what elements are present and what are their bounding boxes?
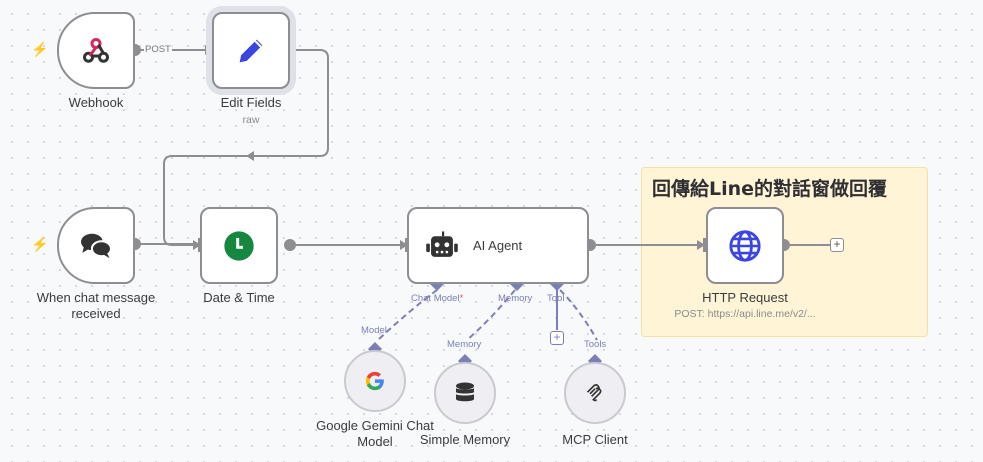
node-label: Date & Time	[203, 290, 275, 305]
output-handle	[284, 239, 296, 251]
port-label-tools: Tools	[584, 339, 607, 350]
label-line: When chat message	[36, 290, 156, 305]
node-google-gemini[interactable]	[344, 350, 406, 412]
node-label: HTTP Request	[702, 290, 788, 305]
node-label: Webhook	[68, 95, 124, 110]
required-marker: *	[459, 293, 464, 304]
label-line: received	[71, 306, 121, 321]
node-label: Google Gemini Chat Model	[305, 418, 445, 450]
label-line: Model	[357, 434, 393, 449]
globe-icon	[729, 229, 761, 262]
node-label: When chat message received	[20, 290, 172, 322]
node-sublabel: POST: https://api.line.me/v2/...	[674, 308, 816, 320]
port-label-model: Model	[361, 325, 387, 336]
google-icon	[365, 371, 384, 391]
input-handle	[703, 238, 708, 252]
port-text: Chat Model	[411, 293, 460, 304]
node-simple-memory[interactable]	[434, 362, 496, 424]
wire-arrow	[400, 240, 408, 250]
port-label-chat-model: Chat Model*	[411, 293, 463, 304]
node-webhook[interactable]	[57, 12, 135, 89]
chat-bubbles-icon	[81, 233, 113, 258]
node-label: MCP Client	[562, 432, 628, 447]
node-sublabel: raw	[242, 114, 260, 126]
trigger-bolt-icon: ⚡	[31, 41, 49, 57]
node-label: Simple Memory	[419, 432, 511, 447]
port-label-tool: Tool	[547, 293, 565, 304]
node-ai-agent[interactable]: AI Agent	[407, 207, 589, 284]
node-mcp-client[interactable]	[564, 362, 626, 424]
wire-arrow	[246, 151, 254, 161]
node-http-request[interactable]	[706, 207, 784, 284]
connection-label: POST	[144, 44, 172, 55]
mcp-icon	[586, 384, 602, 402]
node-edit-fields[interactable]	[212, 12, 290, 89]
database-icon	[456, 382, 474, 402]
port-label-memory-sub: Memory	[447, 339, 482, 350]
label-line: Google Gemini Chat	[316, 418, 434, 433]
add-node-button[interactable]: +	[830, 238, 844, 252]
node-date-time[interactable]	[200, 207, 278, 284]
wire-arrow	[205, 45, 213, 55]
webhook-icon	[82, 37, 110, 63]
wire-memory	[466, 289, 516, 341]
trigger-bolt-icon: ⚡	[31, 236, 49, 252]
port-label-memory: Memory	[498, 293, 533, 304]
clock-icon	[224, 230, 254, 261]
wire-tool-mcp	[559, 289, 598, 341]
node-label: Edit Fields	[220, 95, 282, 110]
sticky-note[interactable]: 回傳給Line的對話窗做回覆	[641, 167, 928, 337]
node-label: AI Agent	[473, 238, 523, 253]
add-tool-button[interactable]: +	[550, 331, 564, 345]
wire-arrow	[193, 240, 201, 250]
pencil-icon	[239, 39, 263, 62]
node-chat-trigger[interactable]	[57, 207, 135, 284]
robot-icon	[426, 230, 458, 257]
sticky-note-title: 回傳給Line的對話窗做回覆	[652, 178, 888, 200]
wire-arrow	[697, 240, 705, 250]
